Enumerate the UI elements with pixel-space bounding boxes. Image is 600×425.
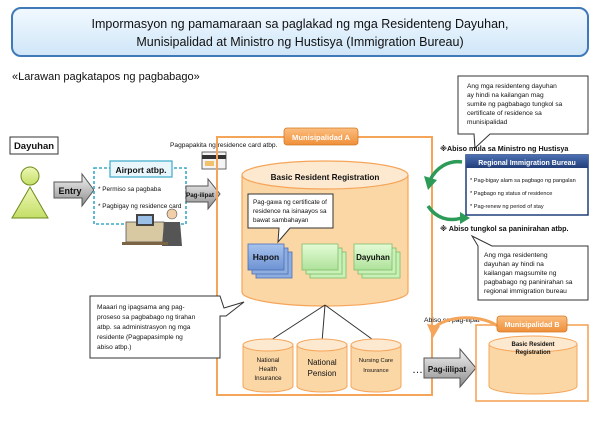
callout-line: Ang mga residenteng dayuhan	[467, 83, 557, 90]
svg-text:Munisipalidad A: Munisipalidad A	[292, 133, 350, 142]
header-banner: Impormasyon ng pamamaraan sa paglakad ng…	[11, 7, 589, 57]
header-box	[11, 7, 589, 57]
svg-text:atbp. sa administrasyon ng mga: atbp. sa administrasyon ng mga	[97, 324, 191, 331]
abiso-ministro-label: ※Abiso mula sa Ministro ng Hustisya	[440, 144, 569, 153]
callout-line: certificate of residence sa	[467, 110, 542, 117]
callout-line: ay hindi na kailangan mag	[467, 92, 544, 99]
pag-iilipat-arrow: Pag-iilipat	[423, 347, 477, 389]
svg-text:National: National	[257, 357, 280, 364]
bureau-bullet-2: * Pagbago ng status of residence	[470, 191, 552, 197]
airport-bullet-1: * Permiso sa pagbaba	[98, 186, 161, 193]
dayuhan-label-box	[9, 136, 59, 155]
pag-iilipat-label: Pag-iilipat	[428, 365, 467, 374]
svg-text:Pag-gawa ng certificate of: Pag-gawa ng certificate of	[253, 199, 327, 206]
dayuhan-card-label: Dayuhan	[356, 253, 390, 262]
middle-right-callout: Ang mga residenteng dayuhan ay hindi na …	[470, 234, 589, 301]
svg-text:Nursing Care: Nursing Care	[359, 358, 393, 364]
residence-card-icon	[201, 151, 227, 170]
green-arrow-to-munisipalidad	[424, 159, 463, 190]
svg-text:abiso atbp.): abiso atbp.)	[97, 344, 131, 351]
abiso-paninirahan-label: ※ Abiso tungkol sa paninirahan atbp.	[440, 224, 569, 233]
svg-text:Registration: Registration	[515, 350, 550, 356]
bureau-bullet-3: * Pag-renew ng period of stay	[470, 204, 544, 210]
pag-ilipat-arrow: Pag-ilipat	[185, 177, 221, 211]
svg-text:Insurance: Insurance	[254, 375, 282, 382]
entry-label: Entry	[58, 186, 81, 196]
svg-text:National: National	[307, 358, 337, 367]
basic-registration-title: Basic Resident Registration	[271, 173, 380, 182]
svg-text:kailangan magsumite ng: kailangan magsumite ng	[484, 270, 557, 277]
callout-line: sumite ng pagbabago tungkol sa	[467, 101, 563, 108]
hapon-label: Hapon	[253, 252, 279, 262]
middle-card-stack	[301, 243, 347, 279]
nursing-care-insurance-cylinder: Nursing Care Insurance	[350, 338, 402, 393]
airport-box: Airport atbp. * Permiso sa pagbaba * Pag…	[93, 160, 187, 225]
svg-text:Pension: Pension	[308, 369, 337, 378]
svg-text:dayuhan ay hindi na: dayuhan ay hindi na	[484, 261, 544, 268]
national-health-insurance-cylinder: National Health Insurance	[242, 338, 294, 393]
svg-text:Maaari ng ipagsama ang pag-: Maaari ng ipagsama ang pag-	[97, 304, 185, 311]
residence-card-note: Pagpapakita ng residence card atbp.	[170, 142, 278, 149]
svg-text:proseso sa pagbabago ng tiraha: proseso sa pagbabago ng tirahan	[97, 314, 196, 321]
pag-ilipat-label: Pag-ilipat	[186, 192, 214, 199]
svg-text:bawat sambahayan: bawat sambahayan	[253, 217, 309, 224]
svg-text:residente (Pagpapasimple ng: residente (Pagpapasimple ng	[97, 334, 183, 341]
svg-text:Insurance: Insurance	[363, 368, 388, 374]
ellipsis: …	[412, 364, 423, 376]
header-line1: Impormasyon ng pamamaraan sa paglakad ng…	[92, 17, 509, 31]
left-callout: Maaari ng ipagsama ang pag- proseso sa p…	[89, 295, 245, 359]
bureau-bullet-1: * Pag-bigay alam sa pagbago ng pangalan	[470, 178, 576, 184]
airport-title: Airport atbp.	[116, 165, 167, 175]
basic-resident-registration-cylinder: Basic Resident Registration	[241, 160, 409, 307]
regional-immigration-bureau-box: Regional Immigration Bureau * Pag-bigay …	[465, 154, 589, 216]
svg-text:Health: Health	[259, 366, 277, 373]
dayuhan-label: Dayuhan	[14, 141, 54, 152]
top-right-callout: Ang mga residenteng dayuhan ay hindi na …	[457, 75, 589, 150]
hapon-card-stack: Hapon	[247, 243, 293, 279]
svg-text:regional immigration bureau: regional immigration bureau	[484, 288, 567, 295]
national-pension-cylinder: National Pension	[296, 338, 348, 393]
munisipalidad-b-tag: Munisipalidad B	[496, 315, 568, 333]
entry-arrow: Entry	[53, 172, 95, 208]
basic-resident-registration-b-cylinder: Basic Resident Registration	[488, 335, 578, 395]
airport-bullet-2: * Pagbigay ng residence card	[98, 203, 182, 210]
dayuhan-card-stack: Dayuhan	[353, 243, 401, 279]
callout-line: munisipalidad	[467, 119, 508, 126]
svg-text:Munisipalidad B: Munisipalidad B	[504, 320, 559, 329]
subtitle: «Larawan pagkatapos ng pagbabago»	[12, 71, 200, 83]
officer-at-desk-icon	[122, 208, 182, 246]
callout-shape	[457, 75, 589, 150]
certificate-callout: Pag-gawa ng certificate of residence na …	[247, 193, 334, 244]
person-icon	[11, 166, 49, 219]
svg-text:Basic Resident: Basic Resident	[511, 342, 554, 348]
svg-text:Ang mga residenteng: Ang mga residenteng	[484, 252, 548, 259]
green-arrow-to-bureau	[426, 204, 470, 224]
munisipalidad-a-tag: Munisipalidad A	[283, 127, 359, 146]
svg-text:pagbabago ng paninirahan sa: pagbabago ng paninirahan sa	[484, 279, 573, 286]
bureau-title: Regional Immigration Bureau	[478, 160, 576, 167]
header-line2: Munisipalidad at Ministro ng Hustisya (I…	[136, 35, 463, 49]
svg-text:residence na isinaayos sa: residence na isinaayos sa	[253, 208, 327, 215]
connector-lines	[267, 304, 377, 343]
